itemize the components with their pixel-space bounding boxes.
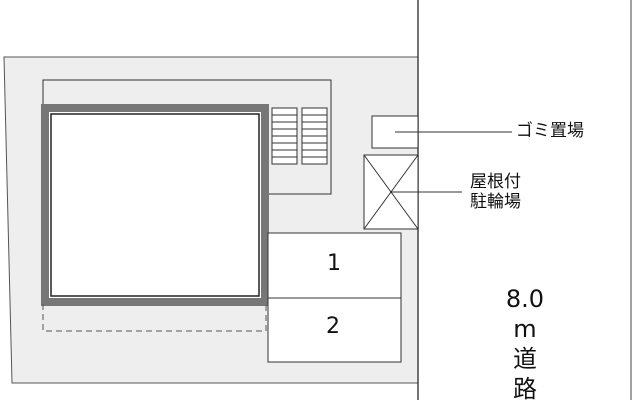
road-unit: m: [513, 315, 537, 343]
road-label: 8.0 m 道 路: [497, 284, 553, 404]
road-char-1: 道: [513, 345, 537, 373]
bicycle-label-line1: 屋根付: [470, 172, 521, 192]
bicycle-parking-label: 屋根付 駐輪場: [470, 172, 521, 212]
parking-space-2-number: 2: [326, 314, 340, 339]
road-width: 8.0: [505, 285, 545, 313]
stairs-icon: [271, 107, 328, 165]
balcony-outline: [42, 79, 332, 195]
road-char-2: 路: [513, 375, 537, 403]
parking-spaces: [267, 232, 402, 363]
building: [42, 105, 268, 305]
bicycle-label-line2: 駐輪場: [470, 192, 521, 212]
garbage-area-label: ゴミ置場: [516, 121, 584, 141]
parking-space-1-number: 1: [327, 251, 341, 276]
building-wall: [41, 104, 269, 306]
dashed-outline: [42, 304, 267, 332]
